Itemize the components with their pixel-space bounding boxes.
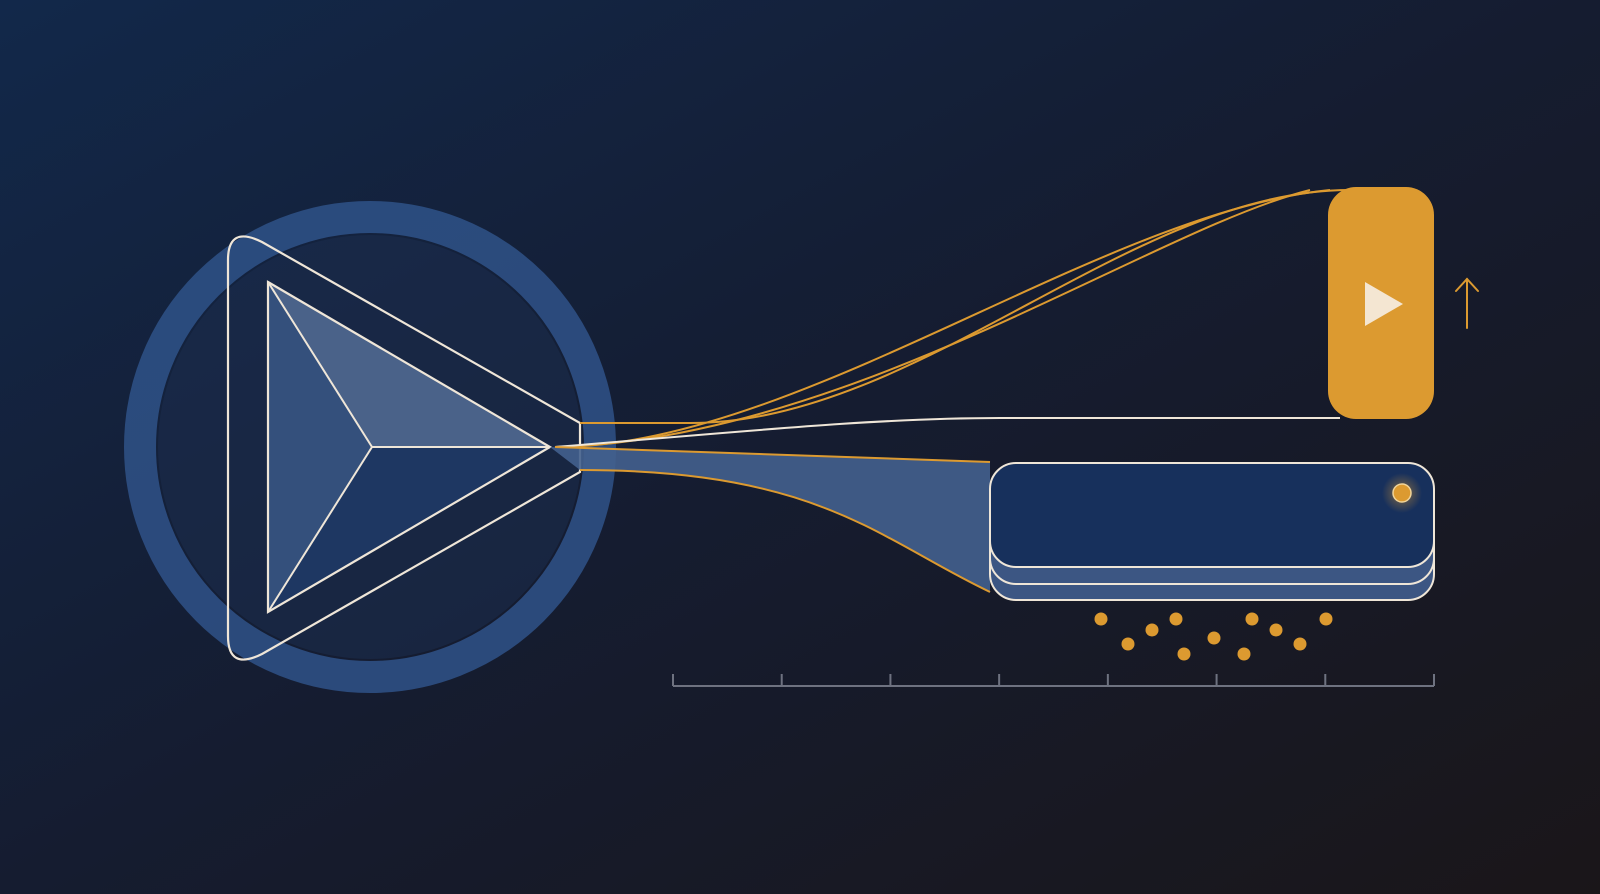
play-icon — [1365, 282, 1403, 326]
particle-dot — [1319, 612, 1333, 626]
stacked-card[interactable] — [989, 462, 1435, 601]
particle-dot — [1145, 623, 1159, 637]
play-triangle-icon — [226, 235, 582, 661]
arrow-up-icon — [1455, 277, 1479, 329]
particle-dot — [1207, 631, 1221, 645]
particle-dot — [1293, 637, 1307, 651]
funnel-beam — [550, 447, 990, 592]
hero-triangle-outline — [226, 235, 582, 661]
particle-dot — [1237, 647, 1251, 661]
particle-dots — [1094, 612, 1333, 661]
particle-dot — [1094, 612, 1108, 626]
connector-lines — [554, 189, 1351, 593]
ruler-scale — [672, 674, 1435, 687]
card-layer-front — [989, 462, 1435, 568]
status-dot-icon — [1392, 483, 1412, 503]
particle-dot — [1245, 612, 1259, 626]
hero-facet-left — [268, 282, 372, 612]
play-tile[interactable] — [1328, 187, 1434, 419]
particle-dot — [1121, 637, 1135, 651]
particle-dot — [1169, 612, 1183, 626]
particle-dot — [1269, 623, 1283, 637]
particle-dot — [1177, 647, 1191, 661]
